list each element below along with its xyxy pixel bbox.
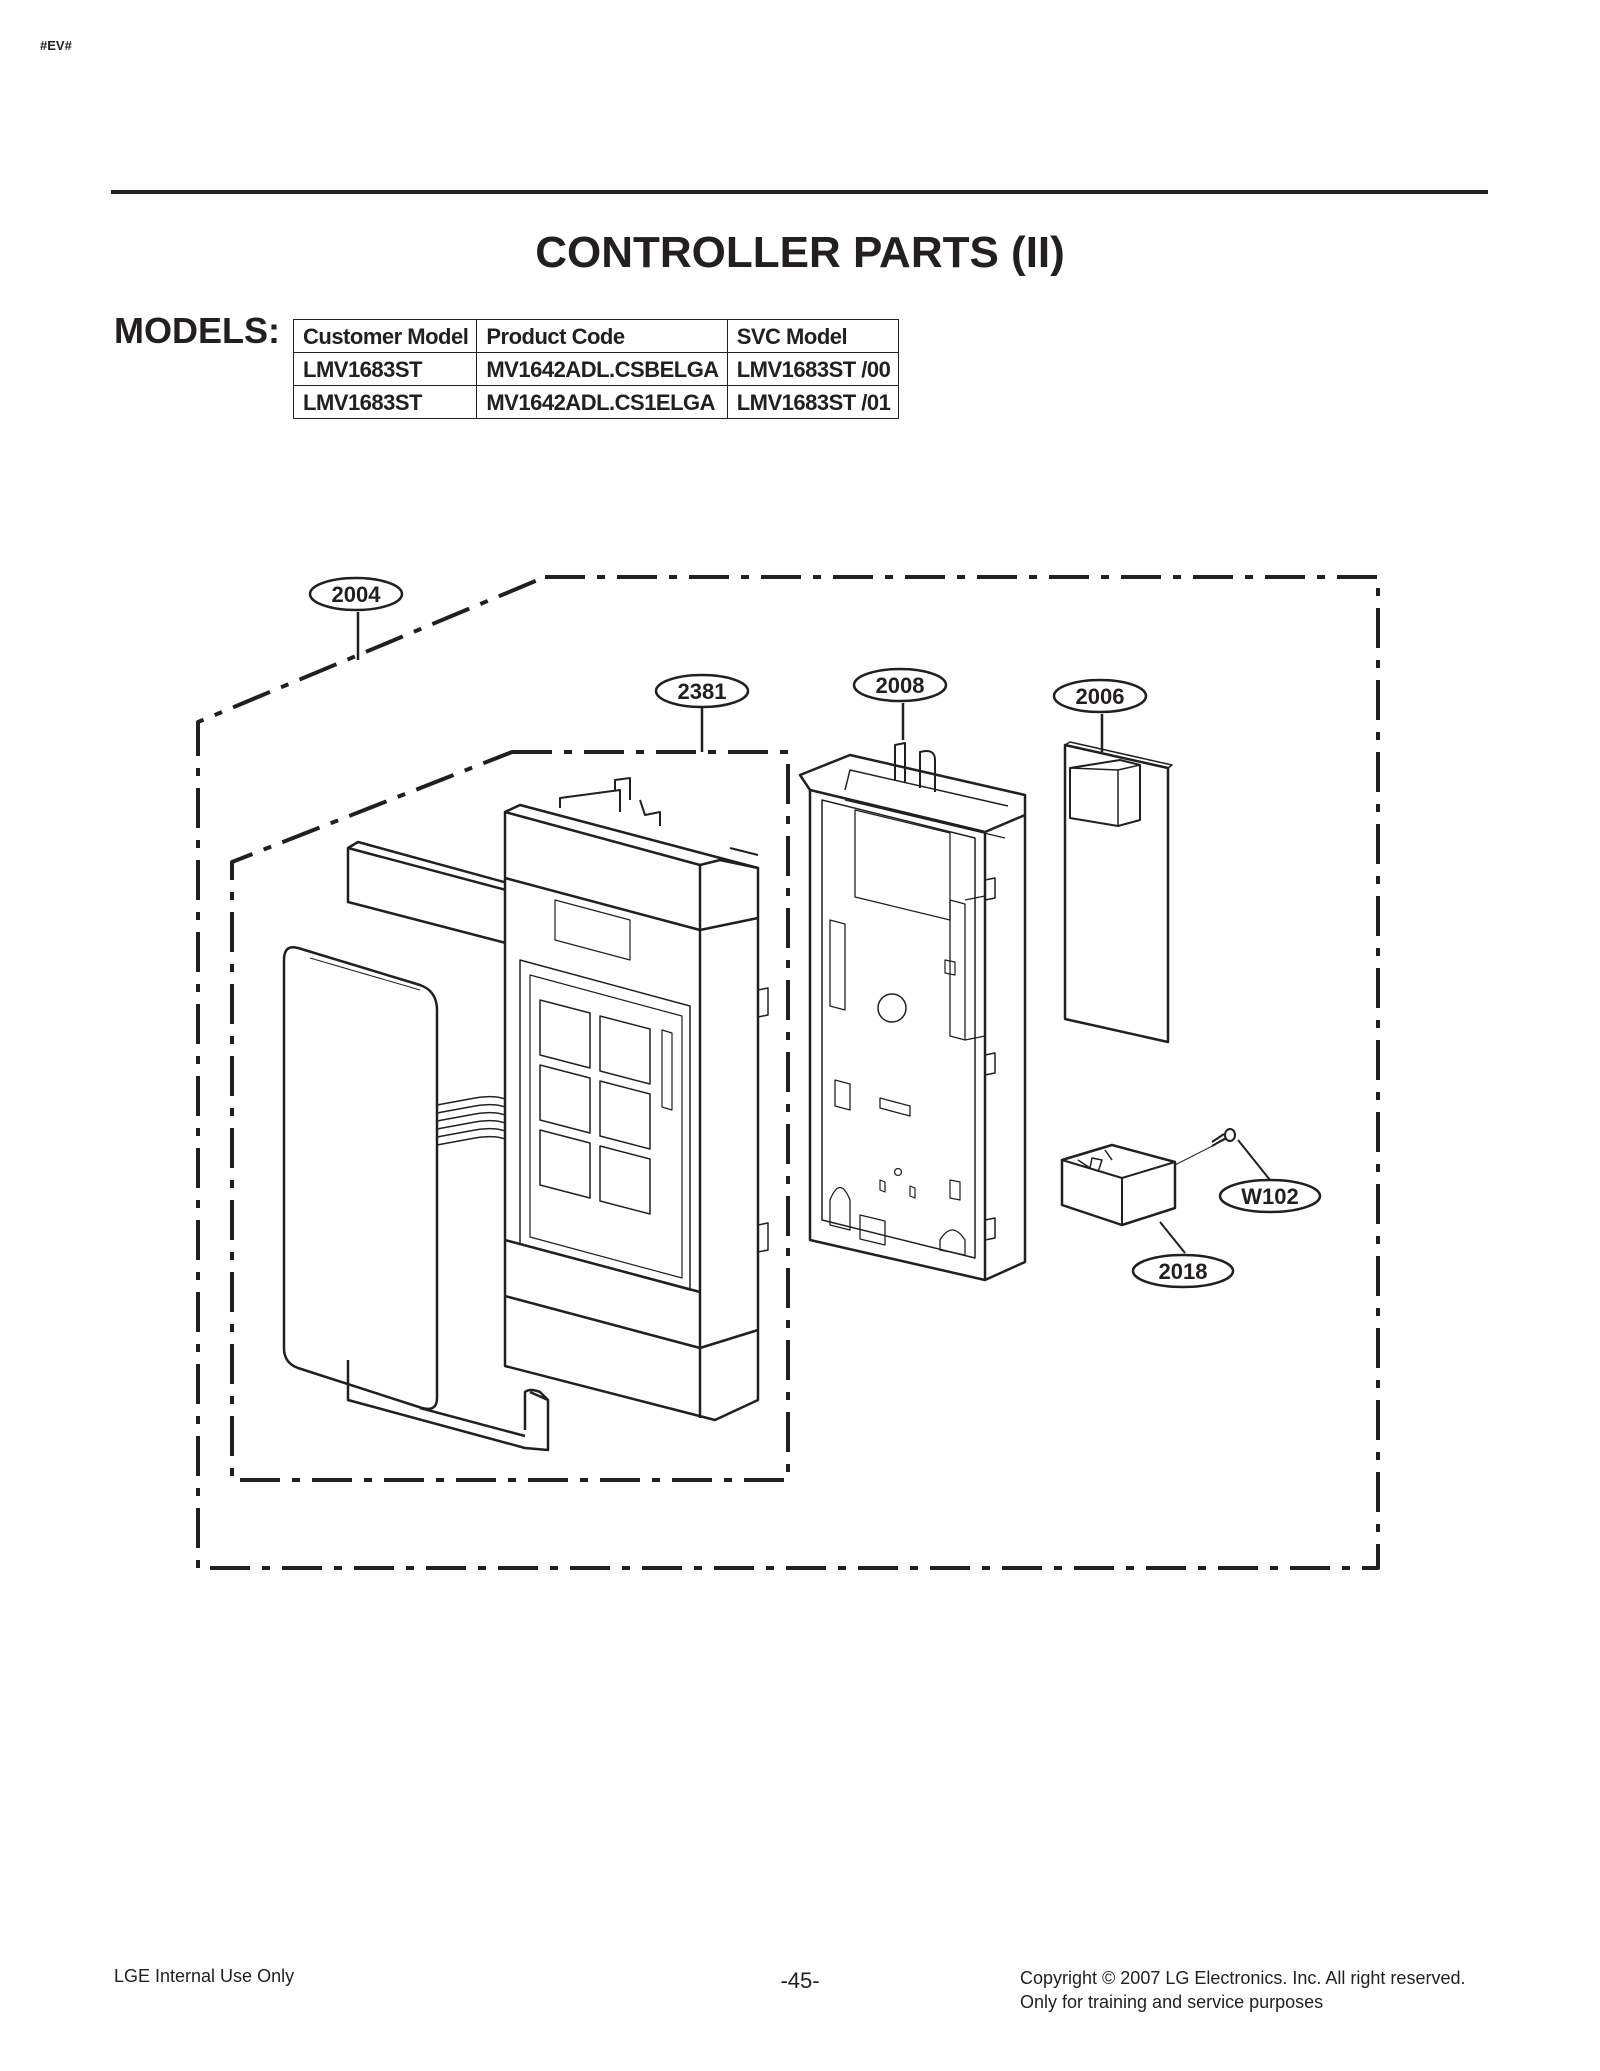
callout-oval-2006 [1052,678,1148,714]
callout-label-2006: 2006 [1076,684,1125,709]
bottom-trim-part [346,1360,550,1452]
training-note: Only for training and service purposes [1020,1992,1324,2012]
screw-part [1211,1128,1236,1147]
assembly-boundary-2381 [230,750,790,1482]
cell-product-code: MV1642ADL.CSBELGA [476,352,728,386]
top-rule [111,190,1488,194]
leader-w102 [1237,1139,1271,1181]
table-row: LMV1683ST MV1642ADL.CS1ELGA LMV1683ST /0… [292,385,900,419]
table-header-row: Customer Model Product Code SVC Model [292,319,900,353]
col-customer-model: Customer Model [292,319,478,353]
callout-oval-w102 [1218,1178,1322,1214]
callout-label-2381: 2381 [678,679,727,704]
callout-label-2008: 2008 [876,673,925,698]
ribbon-cable-part [436,1095,511,1146]
models-table: Customer Model Product Code SVC Model LM… [292,319,900,419]
callout-oval-2018 [1131,1253,1235,1289]
corner-tag: #EV# [40,38,72,53]
callout-label-2004: 2004 [332,582,382,607]
table-row: LMV1683ST MV1642ADL.CSBELGA LMV1683ST /0… [292,352,900,386]
cell-customer-model: LMV1683ST [292,385,478,419]
page-number: -45- [780,1968,820,1993]
controller-housing-part [798,742,1027,1282]
col-svc-model: SVC Model [726,319,900,353]
control-panel-frame-part [503,777,769,1422]
callout-label-w102: W102 [1241,1184,1298,1209]
footer-copyright: Copyright © 2007 LG Electronics. Inc. Al… [1020,1966,1465,2014]
callout-label-2018: 2018 [1159,1259,1208,1284]
relay-box-part [1060,1137,1229,1227]
callout-oval-2008 [852,667,948,703]
pcb-assembly-part [1063,741,1173,1044]
callout-oval-2004 [308,576,404,612]
col-product-code: Product Code [476,319,728,353]
leader-2018 [1159,1221,1186,1254]
front-sheet-part [282,946,439,1411]
assembly-boundary-2004 [196,575,1380,1570]
cell-customer-model: LMV1683ST [292,352,478,386]
footer-internal-use: LGE Internal Use Only [114,1966,295,1986]
models-label: MODELS: [114,310,280,351]
cell-svc-model: LMV1683ST /00 [726,352,900,386]
cell-product-code: MV1642ADL.CS1ELGA [476,385,728,419]
page-title: CONTROLLER PARTS (II) [535,228,1065,277]
copyright-line: Copyright © 2007 LG Electronics. Inc. Al… [1020,1968,1466,1988]
callout-oval-2381 [654,673,750,709]
cell-svc-model: LMV1683ST /01 [726,385,900,419]
